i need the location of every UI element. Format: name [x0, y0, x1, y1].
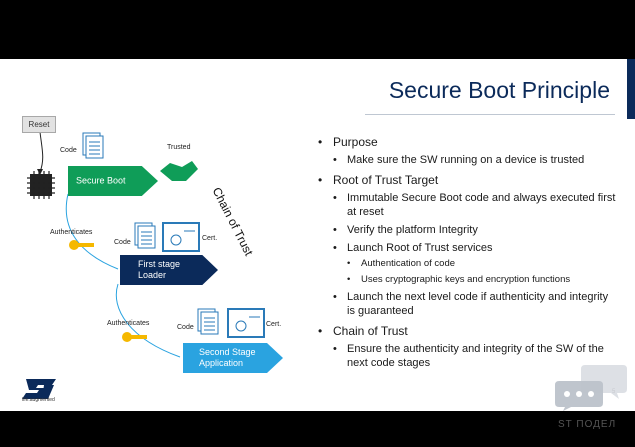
- cert-label: Cert.: [266, 321, 282, 328]
- title-underline: [365, 114, 615, 115]
- bullet-list: Purpose Make sure the SW running on a de…: [318, 135, 618, 376]
- bullet-chain-of-trust: Chain of Trust Ensure the authenticity a…: [318, 324, 618, 370]
- code-label: Code: [114, 239, 131, 246]
- code-label: Code: [177, 324, 194, 331]
- bullet-rot-1: Immutable Secure Boot code and always ex…: [333, 191, 618, 219]
- key-icon: [69, 240, 94, 250]
- secure-boot-label: Secure Boot: [76, 175, 126, 186]
- flow-curve: [115, 283, 181, 358]
- authenticates-label: Authenticates: [107, 320, 150, 327]
- trusted-label: Trusted: [167, 144, 191, 151]
- code-document-icon: [134, 222, 156, 249]
- handshake-icon: [160, 161, 198, 181]
- code-document-icon: [197, 308, 219, 335]
- slide-title: Secure Boot Principle: [388, 77, 610, 103]
- watermark-text: ST ПОДЕЛ: [558, 419, 617, 430]
- first-stage-label-line1: First stage: [138, 259, 181, 269]
- certificate-icon: [227, 308, 265, 338]
- reset-label: Reset: [22, 116, 56, 133]
- code-document-icon: [82, 132, 104, 159]
- first-stage-loader-stage: First stage Loader: [120, 255, 218, 285]
- bullet-rot-3: Launch Root of Trust services Authentica…: [333, 241, 618, 286]
- flow-curve: [65, 193, 119, 270]
- top-letterbox: [0, 0, 635, 59]
- secure-boot-stage: Secure Boot: [68, 166, 158, 196]
- authenticates-label: Authenticates: [50, 229, 93, 236]
- bullet-root-of-trust: Root of Trust Target Immutable Secure Bo…: [318, 173, 618, 318]
- bullet-rot-4: Launch the next level code if authentici…: [333, 290, 618, 318]
- reset-arrow: [39, 131, 44, 173]
- logo-tagline: life.augmented: [22, 397, 55, 403]
- chain-of-trust-graphics: [27, 131, 265, 358]
- bottom-letterbox: [0, 411, 635, 447]
- chip-icon: [27, 171, 55, 199]
- edge-accent: [627, 59, 635, 119]
- bullet-chain-1: Ensure the authenticity and integrity of…: [333, 342, 618, 370]
- bullet-rot-3a: Authentication of code: [347, 258, 618, 270]
- key-icon: [122, 332, 147, 342]
- bullet-rot-3b: Uses cryptographic keys and encryption f…: [347, 274, 618, 286]
- first-stage-label-line2: Loader: [138, 270, 167, 280]
- st-logo-icon: [22, 379, 56, 399]
- cert-label: Cert.: [202, 235, 218, 242]
- second-stage-application-stage: Second Stage Application: [183, 343, 283, 373]
- second-stage-label-line1: Second Stage: [199, 347, 256, 357]
- slide: Secure Boot Principle: [0, 59, 635, 411]
- certificate-icon: [162, 222, 200, 252]
- bullet-purpose-1: Make sure the SW running on a device is …: [333, 153, 618, 167]
- code-label: Code: [60, 147, 77, 154]
- second-stage-label-line2: Application: [199, 358, 244, 368]
- chat-bubble-icon[interactable]: [555, 363, 630, 411]
- bullet-rot-2: Verify the platform Integrity: [333, 223, 618, 237]
- bullet-purpose: Purpose Make sure the SW running on a de…: [318, 135, 618, 167]
